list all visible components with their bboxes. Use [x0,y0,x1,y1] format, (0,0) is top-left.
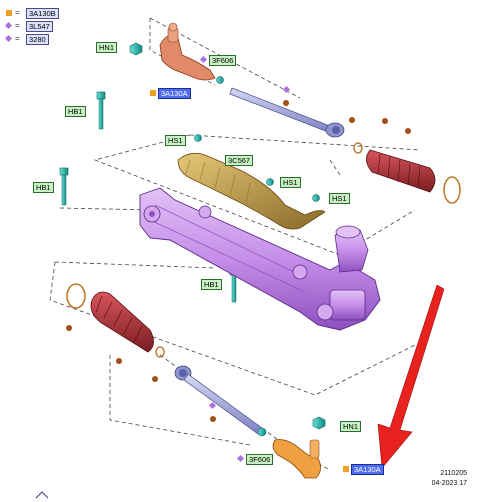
boot-icon [366,149,436,193]
rack-housing-icon [139,187,381,331]
square-orange-icon [150,90,156,96]
callout-hn1-bottom[interactable]: HN1 [340,421,362,432]
callout-hb1-upper[interactable]: HB1 [65,106,86,117]
tie-rod-icon [174,365,263,435]
nut-icon [312,416,326,430]
callout-hs1-c[interactable]: HS1 [329,193,350,204]
tie-rod-end-bottom [272,439,321,479]
nut-icon [312,194,320,202]
nut-icon [266,178,274,186]
dot-brown-icon [66,325,72,331]
clamp-icon [443,176,461,204]
callout-hs1-a[interactable]: HS1 [165,135,186,146]
dot-brown-icon [152,376,158,382]
legend-eq: = [15,8,20,17]
clamp-icon [155,346,165,358]
dot-brown-icon [349,117,355,123]
tie-rod-icon [229,87,345,138]
callout-3a130a-bottom[interactable]: 3A130A [351,464,384,475]
callout-3c567[interactable]: 3C567 [225,155,254,166]
boot-icon [90,291,154,353]
legend-code[interactable]: 3280 [26,34,49,45]
nut-icon [257,427,267,437]
callout-3f606-top[interactable]: 3F606 [209,55,237,66]
dot-brown-icon [283,100,289,106]
corner-mark-icon [35,491,49,499]
dot-brown-icon [405,128,411,134]
legend-eq: = [15,34,20,43]
clamp-icon [353,142,363,154]
dot-brown-icon [210,416,216,422]
dot-brown-icon [116,358,122,364]
callout-hs1-b[interactable]: HS1 [280,177,301,188]
callout-hb1-left[interactable]: HB1 [33,182,54,193]
nut-icon [194,134,202,142]
square-orange-icon [343,466,349,472]
callout-3a130a-top[interactable]: 3A130A [158,88,191,99]
bolt-icon [59,167,69,206]
diagram-date: 04-2023 17 [431,480,467,487]
legend-code[interactable]: 3A130B [26,8,59,19]
callout-hn1-top[interactable]: HN1 [96,42,118,53]
diagram-code: 2110205 [440,470,467,477]
clamp-icon [66,283,86,309]
arrow-icon [377,284,445,469]
nut-icon [129,42,143,56]
callout-hb1-center[interactable]: HB1 [201,279,222,290]
legend-code[interactable]: 3L547 [26,21,53,32]
dot-brown-icon [382,118,388,124]
legend-eq: = [15,21,20,30]
callout-3f606-bottom[interactable]: 3F606 [246,454,274,465]
tie-rod-end-top [159,22,216,81]
bolt-icon [96,91,106,130]
nut-icon [216,76,224,84]
square-orange-icon [6,10,12,16]
